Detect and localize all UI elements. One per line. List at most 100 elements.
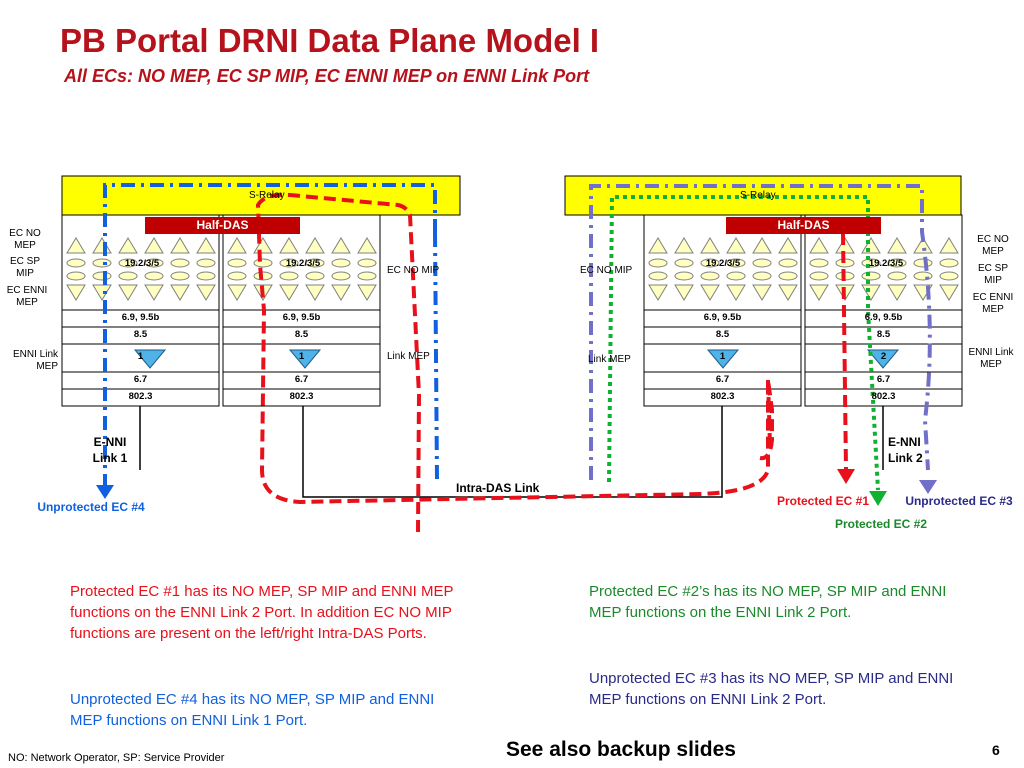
ec-sp-mip-icon [913,258,933,268]
left-port1-layer-4: 6.7 [133,374,148,385]
ec-no-mep-triangle-icon [939,237,959,254]
ec-sp-mip-icon [66,258,86,268]
page-subtitle: All ECs: NO MEP, EC SP MIP, EC ENNI MEP … [64,66,590,86]
right-port2-layer-4: 6.7 [876,374,891,385]
paragraph-unprotected-ec-4: Unprotected EC #4 has its NO MEP, SP MIP… [70,691,435,729]
ec3-path [589,184,932,480]
ec4-path [103,183,437,485]
ec-enni-mep-triangle-icon [357,284,377,301]
ec-enni-mep-triangle-icon [305,284,325,301]
backup-slides-note: See also backup slides [506,738,736,761]
ec-no-mep-triangle-icon [648,237,668,254]
ec2-arrow-head [869,491,887,506]
right-port2-layer-5: 802.3 [871,391,896,402]
enni-link-1-label: E-NNI Link 1 [92,435,128,465]
left-ec-no-mip-label: EC NO MIP [387,265,440,276]
ec1-arrow-head [837,469,855,484]
ec-sp-mip-icon [118,271,138,281]
right-intra-link-mep-triangle [706,349,740,369]
ec-sp-mip-icon [92,258,112,268]
ec-no-mep-triangle-icon [196,237,216,254]
right-port1-layer-top: 19.2/3/5 [705,258,741,269]
ec-sp-mip-icon [700,258,720,268]
page-number: 6 [992,742,1000,758]
ec-no-mep-triangle-icon [305,237,325,254]
ec-sp-mip-icon [305,271,325,281]
right-s-relay-label: S-Relay [740,190,776,201]
intra-das-link-label: Intra-DAS Link [456,481,540,495]
ec-enni-mep-triangle-icon [66,284,86,301]
ec-sp-mip-icon [279,271,299,281]
ec-sp-mip-icon [648,271,668,281]
ec-no-mep-triangle-icon [726,237,746,254]
ec-no-mep-triangle-icon [778,237,798,254]
left-port1-layer-1: 6.9, 9.5b [121,312,160,323]
ec-enni-mep-triangle-icon [170,284,190,301]
left-ec-enni-mep-label: EC ENNI MEP [6,285,48,308]
right-ec-enni-mep-label: EC ENNI MEP [972,292,1014,315]
ec-sp-mip-icon [752,258,772,268]
ec-no-mep-triangle-icon [809,237,829,254]
left-port2-layer-top: 19.2/3/5 [285,258,321,269]
ec-sp-mip-icon [861,271,881,281]
right-port2-layer-top: 19.2/3/5 [868,258,904,269]
right-port2-layer-2: 8.5 [876,329,891,340]
ec-no-mep-triangle-icon [752,237,772,254]
ec-no-mep-triangle-icon [887,237,907,254]
ec-sp-mip-icon [144,271,164,281]
left-port1-layer-3: 1 [137,351,144,362]
right-ec-no-mip-label: EC NO MIP [580,265,633,276]
left-port1-layer-5: 802.3 [128,391,153,402]
ec-sp-mip-icon [305,258,325,268]
right-enni-link-mep-triangle [866,349,900,369]
ec-sp-mip-icon [144,258,164,268]
ec-sp-mip-icon [674,258,694,268]
ec-sp-mip-icon [331,258,351,268]
right-port1-layer-4: 6.7 [715,374,730,385]
left-port1-layer-2: 8.5 [133,329,148,340]
enni-link-2-label: E-NNI Link 2 [888,435,923,465]
ec-no-mep-triangle-icon [227,237,247,254]
ec-enni-mep-triangle-icon [752,284,772,301]
right-port2-layer-3: 2 [880,351,887,362]
left-port-1-box [61,214,220,407]
ec-no-mep-triangle-icon [331,237,351,254]
ec-sp-mip-icon [778,271,798,281]
left-ec-no-mep-label: EC NO MEP [9,228,41,251]
ec-enni-mep-triangle-icon [196,284,216,301]
ec-sp-mip-icon [253,271,273,281]
left-s-relay-label: S-Relay [249,190,285,201]
ec-sp-mip-icon [196,271,216,281]
ec-enni-mep-triangle-icon [778,284,798,301]
unprotected-ec-3-label: Unprotected EC #3 [905,494,1013,508]
ec-no-mep-triangle-icon [170,237,190,254]
unprotected-ec-4-label: Unprotected EC #4 [37,500,145,514]
ec4-arrow-head [96,485,114,499]
footnote: NO: Network Operator, SP: Service Provid… [8,752,225,764]
left-ec-sp-mip-label: EC SP MIP [9,256,40,279]
right-port1-layer-5: 802.3 [710,391,735,402]
right-enni-link-mep-label: ENNI Link MEP [968,347,1014,370]
ec1-path [255,192,774,533]
ec-sp-mip-icon [118,258,138,268]
ec-enni-mep-triangle-icon [118,284,138,301]
right-half-das-label: Half-DAS [726,217,881,234]
ec-sp-mip-icon [66,271,86,281]
right-port1-layer-2: 8.5 [715,329,730,340]
ec-no-mep-triangle-icon [279,237,299,254]
ec-enni-mep-triangle-icon [939,284,959,301]
ec-sp-mip-icon [752,271,772,281]
ec-sp-mip-icon [331,271,351,281]
ec-sp-mip-icon [726,271,746,281]
left-port2-layer-1: 6.9, 9.5b [282,312,321,323]
ec-enni-mep-triangle-icon [809,284,829,301]
left-port1-layer-top: 19.2/3/5 [124,258,160,269]
mep-mip-symbols [66,237,959,301]
ec-sp-mip-icon [887,258,907,268]
ec-sp-mip-icon [227,271,247,281]
ec-no-mep-triangle-icon [700,237,720,254]
right-port1-layer-3: 1 [719,351,726,362]
ec-no-mep-triangle-icon [144,237,164,254]
right-port1-layer-1: 6.9, 9.5b [703,312,742,323]
